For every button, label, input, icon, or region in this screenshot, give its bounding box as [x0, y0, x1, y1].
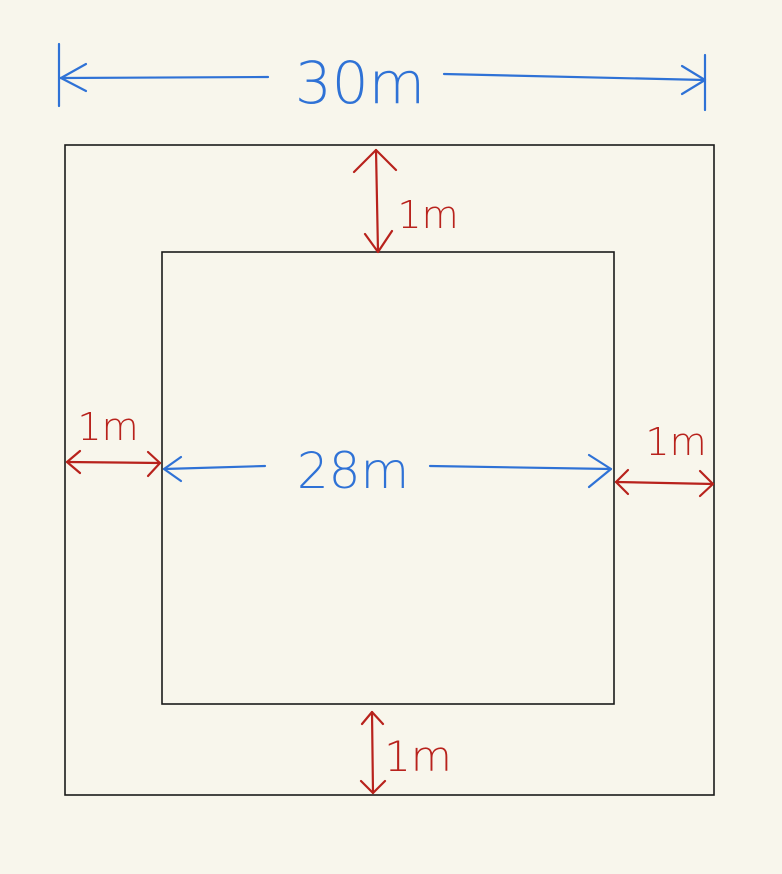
inner-width-right-line: [428, 464, 613, 471]
left-gap-line: [65, 460, 162, 465]
left-gap-dimension: [65, 449, 162, 478]
right-gap-line: [614, 480, 715, 486]
inner-width-left-arrowhead: [162, 455, 183, 483]
inner-width-label: 28m: [297, 442, 409, 500]
inner-width-dimension: [162, 453, 613, 489]
left-gap-right-arrowhead: [146, 450, 162, 478]
left-gap-left-arrowhead: [65, 449, 82, 475]
bottom-gap-line: [370, 710, 375, 795]
bottom-gap-top-arrowhead: [360, 710, 385, 726]
bottom-gap-label: 1m: [384, 732, 452, 781]
inner-width-left-line: [162, 464, 267, 471]
top-gap-top-arrowhead: [352, 148, 398, 174]
top-gap-bottom-arrowhead: [363, 229, 394, 254]
top-gap-dimension: [352, 148, 398, 254]
inner-width-right-arrowhead: [587, 453, 613, 489]
outer-width-right-arrowhead: [680, 64, 707, 96]
outer-width-left-line: [58, 75, 270, 80]
outer-width-right-line: [442, 72, 707, 82]
bottom-gap-dimension: [359, 710, 387, 795]
right-gap-right-arrowhead: [698, 469, 715, 498]
left-gap-label: 1m: [77, 405, 138, 449]
bottom-gap-bottom-arrowhead: [359, 779, 387, 795]
outer-square: [64, 144, 715, 796]
right-gap-left-arrowhead: [614, 468, 630, 496]
top-gap-label: 1m: [397, 193, 458, 237]
right-gap-dimension: [614, 468, 715, 498]
outer-width-label: 30m: [295, 49, 425, 117]
top-gap-line: [374, 148, 380, 254]
inner-square: [161, 251, 615, 705]
outer-width-dimension: [57, 42, 707, 112]
right-gap-label: 1m: [645, 420, 706, 464]
outer-width-left-arrowhead: [59, 62, 88, 93]
